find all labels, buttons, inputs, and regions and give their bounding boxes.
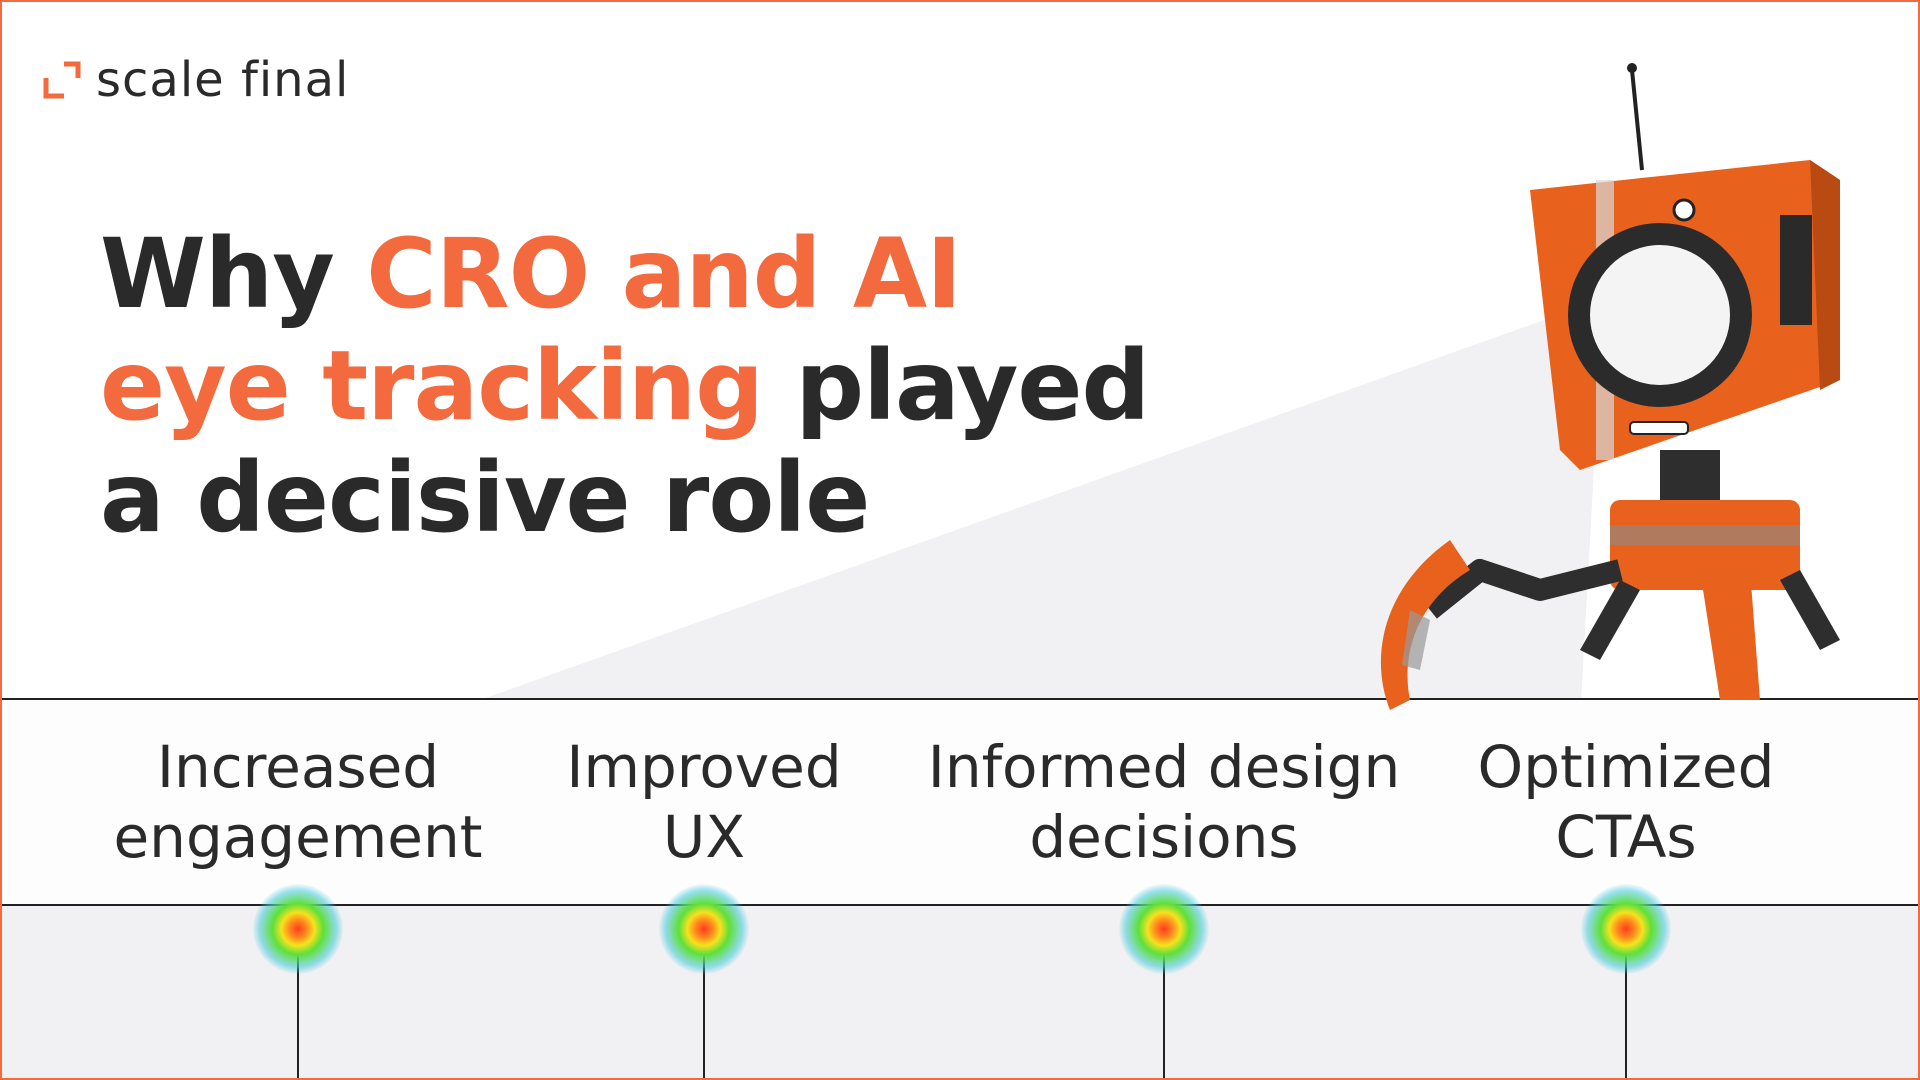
title-accent-1: CRO and AI [366,218,962,330]
top-divider [0,698,1920,700]
benefit-line: Increased [156,733,440,801]
brand-name: scale final [96,52,350,108]
heatmap-dot-icon [659,884,749,974]
benefit-increased-engagement: Increased engagement [114,732,483,872]
bracket-logo-icon [43,61,81,99]
brand-logo: scale final [42,52,349,108]
heatmap-dot-icon [253,884,343,974]
benefit-line: Improved [566,733,842,801]
title-part-3: a decisive role [100,442,870,554]
benefit-line: decisions [1029,803,1299,871]
benefit-line: CTAs [1555,803,1697,871]
title-part-2: played [762,330,1150,442]
page-title: Why CRO and AI eye tracking played a dec… [100,218,1160,554]
benefit-optimized-ctas: Optimized CTAs [1478,732,1775,872]
bottom-divider [0,904,1920,906]
title-accent-2: eye tracking [100,330,764,442]
title-part-1: Why [100,218,367,330]
orange-robot-icon [1380,63,1840,710]
benefit-informed-design: Informed design decisions [928,732,1400,872]
benefit-improved-ux: Improved UX [566,732,841,872]
benefit-line: Informed design [927,733,1401,801]
benefits-band [0,700,1920,904]
heatmap-dot-icon [1119,884,1209,974]
timeline-stem [1625,930,1627,1080]
timeline-stem [297,930,299,1080]
benefit-line: engagement [113,803,483,871]
heatmap-dot-icon [1581,884,1671,974]
timeline-stem [703,930,705,1080]
benefit-line: UX [662,803,746,871]
timeline-stem [1163,930,1165,1080]
benefit-line: Optimized [1477,733,1775,801]
